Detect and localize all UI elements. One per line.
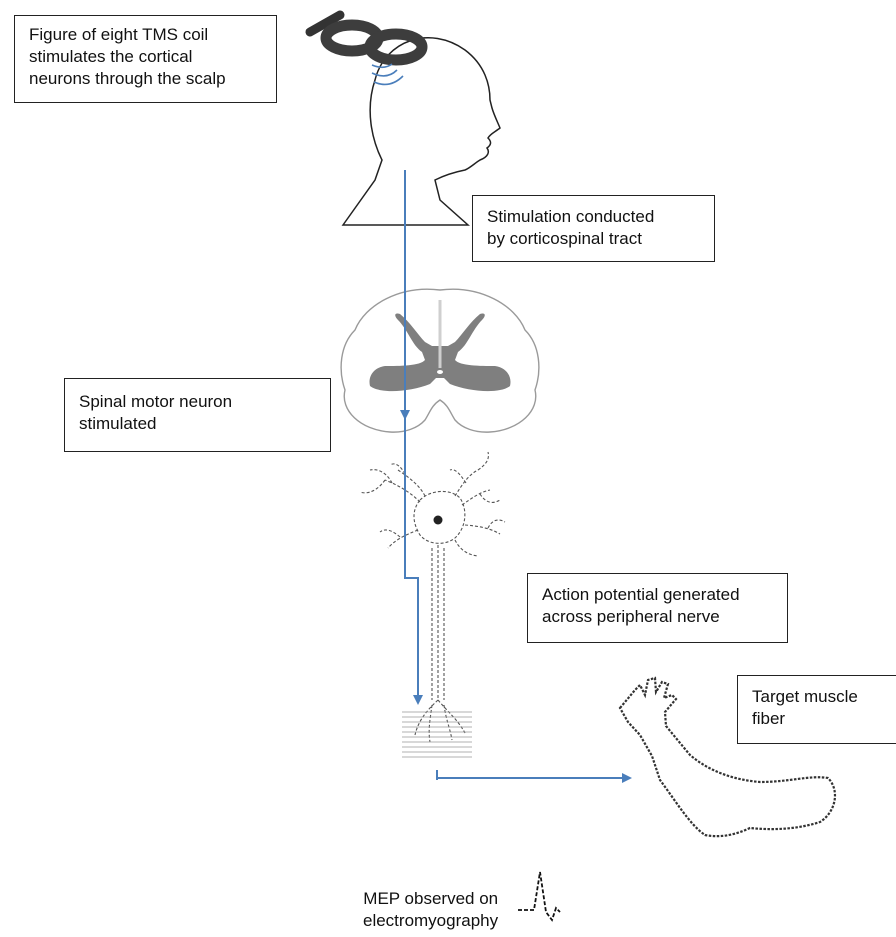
neuron-nucleus-icon <box>434 516 443 525</box>
tms-coil-label-line: Figure of eight TMS coil <box>29 24 262 46</box>
tms-coil-label-line: stimulates the cortical <box>29 46 262 68</box>
target-muscle-label-box: Target muscle fiber <box>737 675 896 744</box>
mep-label-line: electromyography <box>363 910 498 932</box>
corticospinal-label-line: by corticospinal tract <box>487 228 700 250</box>
tms-coil-label-box: Figure of eight TMS coil stimulates the … <box>14 15 277 103</box>
spinal-motor-label-line: stimulated <box>79 413 316 435</box>
target-muscle-label-line: fiber <box>752 708 882 730</box>
mep-waveform-icon <box>518 872 560 920</box>
action-potential-label-line: across peripheral nerve <box>542 606 773 628</box>
motor-neuron-icon <box>360 452 505 742</box>
action-potential-label-line: Action potential generated <box>542 584 773 606</box>
corticospinal-label-box: Stimulation conducted by corticospinal t… <box>472 195 715 262</box>
target-muscle-label-line: Target muscle <box>752 686 882 708</box>
mep-label-line: MEP observed on <box>363 888 498 910</box>
mep-label: MEP observed on electromyography <box>363 888 498 932</box>
action-potential-label-box: Action potential generated across periph… <box>527 573 788 643</box>
spinal-motor-label-line: Spinal motor neuron <box>79 391 316 413</box>
muscle-fiber-icon <box>402 712 472 757</box>
spinal-cord-cross-section-icon <box>341 289 539 432</box>
tms-coil-label-line: neurons through the scalp <box>29 68 262 90</box>
spinal-motor-label-box: Spinal motor neuron stimulated <box>64 378 331 452</box>
corticospinal-label-line: Stimulation conducted <box>487 206 700 228</box>
